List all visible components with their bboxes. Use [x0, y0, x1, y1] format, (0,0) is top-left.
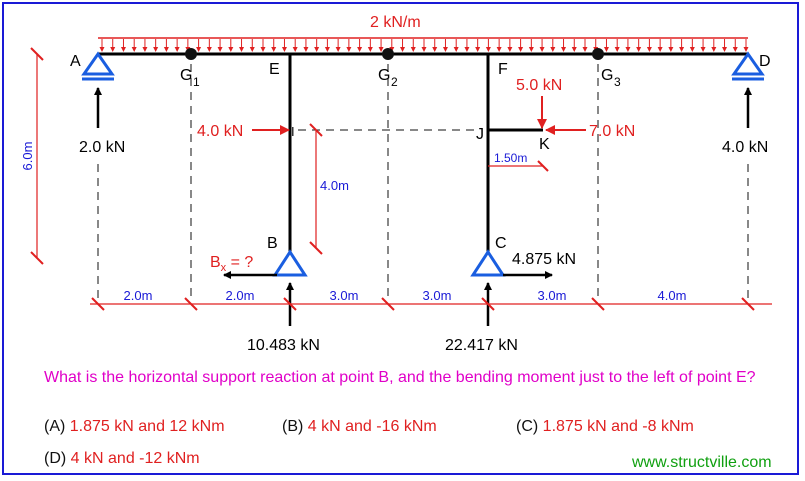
frame-structure-diagram: 2 kN/m 6.0m [20, 14, 772, 354]
udl-arrows [99, 39, 749, 52]
load-K-horizontal-label: 7.0 kN [589, 123, 635, 140]
dim-ticks [91, 297, 755, 311]
option-a[interactable]: (A) 1.875 kN and 12 kNm [44, 418, 225, 436]
figure-frame: 2 kN/m 6.0m [2, 2, 799, 475]
dim-column-4m [309, 123, 323, 255]
span-label-1: 2.0m [124, 288, 153, 303]
pin-support-C [470, 249, 506, 277]
reaction-B-horizontal-label: Bx = ? [210, 254, 253, 274]
hinge-G1 [185, 48, 197, 60]
label-B: B [267, 235, 278, 252]
dim-arm-label: 1.50m [494, 151, 527, 165]
website-link[interactable]: www.structville.com [632, 454, 772, 471]
option-a-value: 1.875 kN and 12 kNm [69, 418, 225, 435]
option-d-letter: (D) [44, 450, 67, 467]
span-labels: 2.0m 2.0m 3.0m 3.0m 3.0m 4.0m [124, 288, 687, 303]
label-C: C [495, 235, 507, 252]
label-G1-sub: 1 [193, 75, 200, 89]
label-D: D [759, 53, 771, 70]
force-labels: 2.0 kN 4.0 kN 10.483 kN 22.417 kN 4.875 … [79, 77, 768, 354]
option-d-value: 4 kN and -12 kNm [70, 450, 200, 467]
span-label-2: 2.0m [226, 288, 255, 303]
label-G2-sub: 2 [391, 75, 398, 89]
dim-height-6m [30, 47, 44, 265]
label-I: I [291, 124, 295, 139]
dim-arm-1-5m [488, 160, 549, 172]
span-label-3: 3.0m [330, 288, 359, 303]
dim-column-label: 4.0m [320, 178, 349, 193]
option-b-letter: (B) [282, 418, 304, 435]
span-label-6: 4.0m [658, 288, 687, 303]
option-b[interactable]: (B) 4 kN and -16 kNm [282, 418, 437, 436]
label-E: E [269, 61, 280, 78]
roller-support-D [731, 51, 765, 81]
span-label-5: 3.0m [538, 288, 567, 303]
reaction-C-vertical-label: 22.417 kN [445, 337, 518, 354]
label-F: F [498, 61, 508, 78]
label-G3: G [601, 67, 613, 84]
udl-label: 2 kN/m [370, 14, 421, 31]
reaction-A-label: 2.0 kN [79, 139, 125, 156]
reaction-B-vertical-label: 10.483 kN [247, 337, 320, 354]
span-label-4: 3.0m [423, 288, 452, 303]
reaction-C-horizontal-label: 4.875 kN [512, 251, 576, 268]
option-d[interactable]: (D) 4 kN and -12 kNm [44, 450, 200, 468]
point-labels: A D E F B C J K I G 1 G 2 G 3 [70, 53, 771, 252]
label-G3-sub: 3 [614, 75, 621, 89]
label-J: J [476, 126, 484, 143]
option-c-letter: (C) [516, 418, 539, 435]
option-c[interactable]: (C) 1.875 kN and -8 kNm [516, 418, 694, 436]
load-at-I-label: 4.0 kN [197, 123, 243, 140]
hinge-G3 [592, 48, 604, 60]
reaction-D-label: 4.0 kN [722, 139, 768, 156]
pin-support-B [272, 249, 308, 277]
roller-support-A [81, 51, 115, 81]
label-G1: G [180, 67, 192, 84]
dim-height-label: 6.0m [20, 142, 35, 171]
label-K: K [539, 136, 550, 153]
label-A: A [70, 53, 81, 70]
label-G2: G [378, 67, 390, 84]
option-b-value: 4 kN and -16 kNm [307, 418, 437, 435]
hinge-G2 [382, 48, 394, 60]
load-K-vertical-label: 5.0 kN [516, 77, 562, 94]
option-c-value: 1.875 kN and -8 kNm [542, 418, 694, 435]
dashed-guides [97, 64, 749, 302]
question-text: What is the horizontal support reaction … [44, 369, 756, 386]
option-a-letter: (A) [44, 418, 66, 435]
